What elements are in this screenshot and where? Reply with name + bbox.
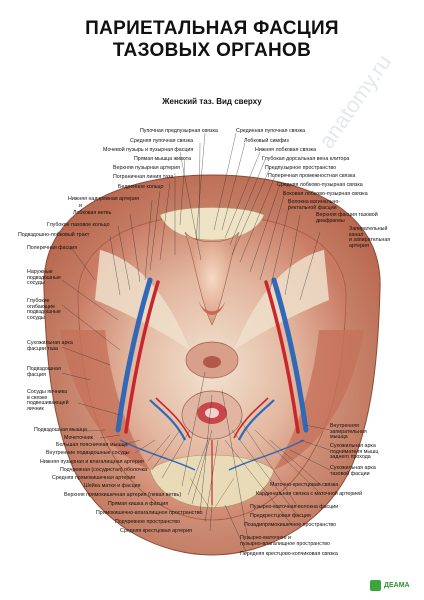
label-deep-dorsal-vein: Глубокая дорсальная вена клитора <box>262 156 350 162</box>
label-hypogastric-space: Подчревное пространство <box>115 519 180 525</box>
label-iliacus-muscle: Подвздошная мышца <box>34 427 87 433</box>
page-title-line2: ТАЗОВЫХ ОРГАНОВ <box>112 40 312 61</box>
pubic-bone <box>159 207 265 241</box>
label-tendinous-arch-pelvic-fascia: Сухожильная арка фасции таза <box>27 340 73 352</box>
label-lateral-pubovesical-lig: Боковая лобково-пузырная связка <box>283 191 368 197</box>
label-vesicouterine-space: Пузырно-маточное и пузырно-влагалищное п… <box>240 535 330 547</box>
page-title-line1: ПАРИЕТАЛЬНАЯ ФАСЦИЯ <box>85 18 339 39</box>
label-iliac-fascia: Подвздошная фасция <box>27 366 61 378</box>
label-pelvic-brim: Пограничная линия таза <box>113 174 174 180</box>
label-transversalis-fascia: Поперечная фасция <box>27 245 78 251</box>
left-internal-vessel <box>149 399 186 441</box>
label-tendinous-arch-levator: Сухожильная арка поднимателя мышц заднег… <box>330 443 379 461</box>
label-and: и <box>79 203 82 209</box>
label-internal-iliac-vessels: Внутренние подвздошные сосуды <box>46 450 130 456</box>
bladder-apex <box>198 300 226 315</box>
brand-logo-text: ДЕАМА <box>384 582 410 589</box>
page-subtitle: Женский таз. Вид сверху <box>162 97 262 106</box>
label-middle-umbilical-lig: Средняя пупочная связка <box>130 138 194 144</box>
leader-lines <box>61 132 331 557</box>
label-inferior-pubic-lig: Нижняя лобковая связка <box>255 147 317 153</box>
label-deep-circumflex-iliac: Глубокие огибающие подвздошные сосуды <box>27 298 61 321</box>
label-superior-rectal-artery: Верхняя прямокишечная артерия (левая вет… <box>64 492 182 498</box>
label-prevesical-space: Предпузырное пространство <box>265 165 337 171</box>
label-presacral-fascia: Предкрестцовая фасция <box>250 513 311 519</box>
label-rectovaginal-space: Прямокишечно-влагалищное пространство <box>96 510 203 516</box>
label-tendinous-arch-fascia: Сухожильная арка тазовой фасции <box>330 465 376 477</box>
cervix <box>203 356 221 368</box>
label-vaginorectal-fascia: Волокна вагинально- ректальной фасции <box>288 199 341 211</box>
bladder <box>184 231 240 326</box>
left-iliacus <box>60 330 150 470</box>
label-external-iliac-vessels: Наружные подвздошные сосуды <box>27 269 61 287</box>
label-hypogastric-sheath: Подчревная (сосудистая) оболочка <box>60 467 147 473</box>
label-inferior-vesical-vaginal-artery: Нижняя пузырная и влагалищная артерия <box>40 459 144 465</box>
label-anterior-sacrococcygeal-lig: Передняя крестцово-копчиковая связка <box>240 551 338 557</box>
right-external-iliac-artery <box>264 280 300 434</box>
label-femoral-ring: Бедренное кольцо <box>118 184 164 190</box>
label-median-sacral-artery: Средняя крестцовая артерия <box>120 528 192 534</box>
label-vesicouterine-fibers: Пузырно-маточная волокна фасции <box>250 504 339 510</box>
label-bladder-fascia: Мочевой пузырь и пузырная фасция <box>103 147 194 153</box>
left-external-iliac-artery <box>124 280 160 434</box>
label-superior-pelvic-diaphragm-fascia: Верхняя фасция тазовой диафрагмы <box>316 212 378 224</box>
label-ovarian-vessels: Сосуды яичника в связке подвешивающей яи… <box>27 389 69 412</box>
label-iliopubic-tract: Подвздошно-лобковый тракт <box>18 232 90 238</box>
label-rectum-fascia: Прямая кишка и фасция <box>108 501 169 507</box>
label-cardinal-lig: Кардинальная связка с маточной артерией <box>256 491 363 497</box>
label-median-umbilical-lig: Срединная пупочная связка <box>236 128 306 134</box>
label-psoas-major: Большая поясничная мышца <box>56 442 128 448</box>
label-superior-vesical-artery: Верхняя пузырная артерия <box>113 165 180 171</box>
label-middle-rectal-artery: Средняя прямокишечная артерия <box>52 475 136 481</box>
watermark: anatomy.ru <box>314 50 397 153</box>
label-cervix-fascia: Шейка матки и фасция <box>84 483 141 489</box>
label-deep-inguinal-ring: Глубокое паховое кольцо <box>47 222 110 228</box>
brand-logo-icon <box>370 580 381 591</box>
right-external-iliac-vein <box>271 277 309 433</box>
right-iliacus <box>274 330 364 470</box>
label-rectus-abdominis: Прямая мышца живота <box>134 156 192 162</box>
left-external-iliac-vein <box>115 277 153 433</box>
label-uterosacral-lig: Маточно-крестцовая связка <box>270 482 339 488</box>
label-inferior-epigastric-artery: Нижняя надчревная артерия <box>68 196 139 202</box>
label-retrorectal-space: Позадипрямокишечное пространство <box>244 522 337 528</box>
brand-logo: ДЕАМА <box>370 578 422 594</box>
label-transverse-perineal-lig: Поперечная промежностная связка <box>268 173 356 179</box>
label-middle-pubovesical-lig: Средняя лобково-пузырная связка <box>277 182 363 188</box>
label-obturator-canal: Запирательный канал и запирательная арте… <box>349 226 391 249</box>
label-ureter: Мочеточник <box>64 435 93 441</box>
label-umbilical-prevesical-lig: Пупочная предпузырная связка <box>140 128 218 134</box>
label-pubic-branch: Лобковая ветвь <box>73 210 112 216</box>
label-obturator-internus: Внутренняя запирательная мышца <box>330 423 367 441</box>
label-pubic-symphysis: Лобковый симфиз <box>244 138 289 144</box>
